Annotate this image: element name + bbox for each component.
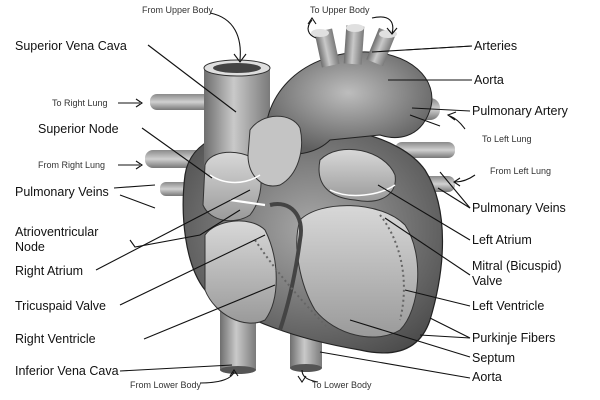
leader-lines <box>95 44 473 379</box>
label-to-upper-body: To Upper Body <box>310 5 370 15</box>
label-pulmonary-veins-right: Pulmonary Veins <box>472 201 566 215</box>
label-right-ventricle: Right Ventricle <box>15 332 96 346</box>
label-av-node-line1: Atrioventricular <box>15 225 98 239</box>
diagram-labels: From Upper Body To Upper Body Superior V… <box>15 5 569 390</box>
label-tricuspid-valve: Tricuspaid Valve <box>15 299 106 313</box>
label-right-atrium: Right Atrium <box>15 264 83 278</box>
aorta-arch-shape <box>264 24 433 155</box>
label-inferior-vena-cava: Inferior Vena Cava <box>15 364 119 378</box>
label-left-ventricle: Left Ventricle <box>472 299 544 313</box>
label-from-upper-body: From Upper Body <box>142 5 214 15</box>
label-aorta-bottom: Aorta <box>472 370 502 384</box>
label-superior-vena-cava: Superior Vena Cava <box>15 39 127 53</box>
label-purkinje-fibers: Purkinje Fibers <box>472 331 555 345</box>
flow-arrows <box>118 12 476 384</box>
label-pulmonary-artery: Pulmonary Artery <box>472 104 569 118</box>
label-arteries: Arteries <box>474 39 517 53</box>
label-av-node-line2: Node <box>15 240 45 254</box>
label-pulmonary-veins-left: Pulmonary Veins <box>15 185 109 199</box>
label-mitral-line1: Mitral (Bicuspid) <box>472 259 562 273</box>
label-to-right-lung: To Right Lung <box>52 98 108 108</box>
label-septum: Septum <box>472 351 515 365</box>
label-superior-node: Superior Node <box>38 122 119 136</box>
label-from-lower-body: From Lower Body <box>130 380 202 390</box>
label-mitral-line2: Valve <box>472 274 502 288</box>
label-from-left-lung: From Left Lung <box>490 166 551 176</box>
label-to-lower-body: To Lower Body <box>312 380 372 390</box>
label-aorta-top: Aorta <box>474 73 504 87</box>
label-from-right-lung: From Right Lung <box>38 160 105 170</box>
heart-chambers-shape <box>202 115 419 338</box>
label-left-atrium: Left Atrium <box>472 233 532 247</box>
label-to-left-lung: To Left Lung <box>482 134 532 144</box>
